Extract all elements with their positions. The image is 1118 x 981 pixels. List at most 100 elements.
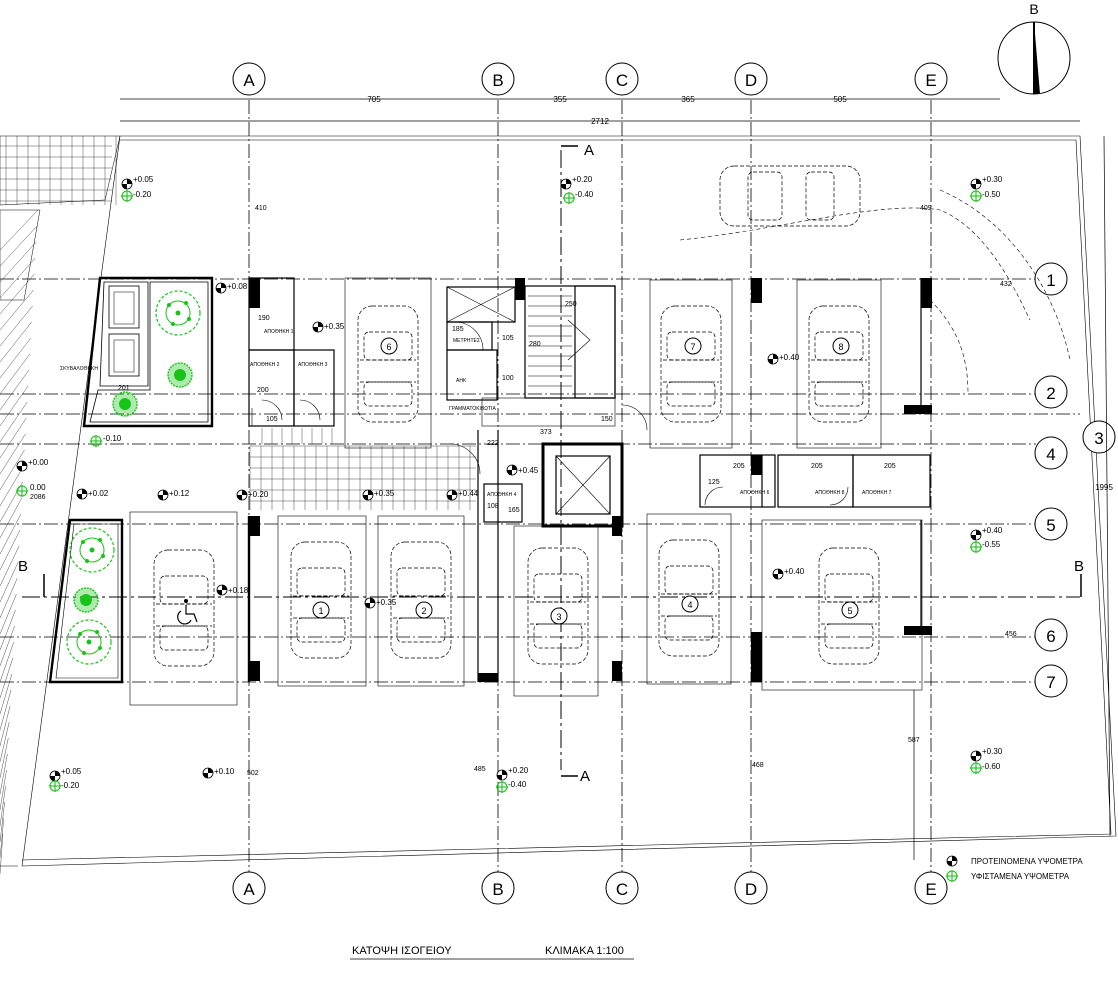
legend: ΠΡΟΤΕΙΝΟΜΕΝΑ ΥΨΟΜΕΤΡΑ ΥΦΙΣΤΑΜΕΝΑ ΥΨΟΜΕΤΡ… (945, 855, 1083, 883)
dim-100: 100 (502, 375, 514, 382)
level-p040a: +0.40 (779, 353, 800, 362)
dim-185: 185 (452, 326, 464, 333)
walls (247, 278, 922, 682)
storage-block-left: ΑΠΟΘΗΚΗ 1 ΑΠΟΘΗΚΗ 2 ΑΠΟΘΗΚΗ 3 (248, 277, 335, 427)
grid-label-3: 3 (1094, 429, 1103, 448)
parking-7: 7 (690, 342, 695, 352)
ahk-label: ΑΗΚ (456, 378, 467, 384)
level-tc-existing: -0.40 (575, 190, 594, 199)
grid-label-b-bottom: B (492, 880, 503, 899)
north-label: B (1029, 1, 1038, 17)
level-br-existing: -0.60 (982, 762, 1001, 771)
level-p002: +0.02 (88, 489, 109, 498)
level-p012: +0.12 (169, 489, 190, 498)
dim-201: 201 (118, 385, 130, 392)
parking-6: 6 (386, 342, 391, 352)
level-tc-proposed: +0.20 (572, 175, 593, 184)
grid-label-b-top: B (492, 71, 503, 90)
section-a-top: A (584, 142, 594, 159)
level-p008: +0.08 (227, 282, 248, 291)
garbage-room: ΣΚΥΒΑΛΟΘΗΚΗ (60, 276, 214, 428)
section-lines: A A B B (18, 142, 1084, 785)
level-tr-proposed: +0.30 (982, 175, 1003, 184)
site-boundary (0, 135, 1117, 867)
grid-label-c-bottom: C (616, 880, 628, 899)
dim-365: 365 (681, 95, 695, 104)
parking-5: 5 (847, 606, 852, 616)
level-tl-proposed: +0.05 (133, 175, 154, 184)
storage-2-label: ΑΠΟΘΗΚΗ 2 (250, 362, 280, 368)
dim-502: 502 (247, 770, 259, 777)
section-b-left: B (18, 558, 28, 575)
storage-8-label: ΑΠΟΘΗΚΗ 8 (815, 490, 845, 496)
garbage-room-label: ΣΚΥΒΑΛΟΘΗΚΗ (60, 366, 98, 372)
dim-total-width: 2712 (591, 117, 609, 126)
storage-4-label: ΑΠΟΘΗΚΗ 4 (487, 492, 517, 498)
dimension-lines: 705 355 365 505 2712 1995 410 409 432 45… (30, 95, 1113, 860)
storage-6-label: ΑΠΟΘΗΚΗ 6 (740, 490, 770, 496)
grid-bubbles-right: 1 2 3 4 5 6 7 (1034, 262, 1116, 698)
dim-468: 468 (752, 762, 764, 769)
parking-4: 4 (687, 600, 692, 610)
level-r5-existing: -0.55 (982, 540, 1001, 549)
grid-label-e-bottom: E (925, 880, 936, 899)
level-markers: +0.05 -0.20 +0.20 -0.40 +0.30 -0.50 +0.4… (15, 175, 1003, 794)
level-p020: +0.20 (248, 490, 269, 499)
grid-label-4: 4 (1046, 445, 1055, 464)
grid-label-1: 1 (1046, 271, 1055, 290)
dim-205c: 205 (884, 463, 896, 470)
dim-105b: 105 (502, 335, 514, 342)
mailboxes-label: ΓΡΑΜΜΑΤΟΚΙΒΩΤΙΑ (449, 406, 496, 412)
level-bl-proposed: +0.05 (61, 767, 82, 776)
level-tl-existing: -0.20 (133, 190, 152, 199)
parking-8: 8 (838, 342, 843, 352)
level-p040b: +0.40 (784, 567, 805, 576)
dim-485: 485 (474, 766, 486, 773)
entrance-paving (249, 428, 476, 510)
north-arrow: B (997, 1, 1071, 95)
grid-label-2: 2 (1046, 384, 1055, 403)
level-br-proposed: +0.30 (982, 747, 1003, 756)
level-tr-existing: -0.50 (982, 190, 1001, 199)
grid-lines (0, 100, 1080, 872)
grid-label-6: 6 (1046, 627, 1055, 646)
wheelchair-icon (177, 599, 198, 625)
level-p035b: +0.35 (374, 489, 395, 498)
drawing-title: ΚΑΤΟΨΗ ΙΣΟΓΕΙΟΥ ΚΛΙΜΑΚΑ 1:100 (350, 945, 634, 960)
level-left-existing: 0.00 (30, 483, 46, 492)
meters-label: ΜΕΤΡΗΤΕΣ (453, 338, 480, 344)
grid-label-e-top: E (925, 71, 936, 90)
dim-280: 280 (529, 341, 541, 348)
level-p018: +0.18 (228, 586, 249, 595)
dim-105a: 105 (266, 416, 278, 423)
grid-label-d-bottom: D (745, 880, 757, 899)
dim-205b: 205 (811, 463, 823, 470)
dim-373: 373 (540, 429, 552, 436)
level-r5-proposed: +0.40 (982, 526, 1003, 535)
storage-block-right: ΑΠΟΘΗΚΗ 6 ΑΠΟΘΗΚΗ 8 ΑΠΟΘΗΚΗ 7 (699, 454, 931, 508)
parking-2: 2 (421, 606, 426, 616)
storage-7-label: ΑΠΟΘΗΚΗ 7 (862, 490, 892, 496)
level-p045: +0.45 (518, 466, 539, 475)
grid-label-a-bottom: A (243, 880, 255, 899)
parking-3: 3 (556, 612, 561, 622)
grid-bubbles-top: A B C D E (232, 62, 948, 96)
dim-150: 150 (601, 416, 613, 423)
dim-165: 165 (508, 507, 520, 514)
pavement-hatch (0, 135, 121, 875)
grid-label-7: 7 (1046, 673, 1055, 692)
section-b-right: B (1074, 558, 1084, 575)
level-left-proposed: +0.00 (28, 458, 49, 467)
columns (249, 278, 932, 682)
dim-2086: 2086 (30, 494, 46, 501)
level-bc-existing: -0.40 (508, 780, 527, 789)
dim-410: 410 (255, 205, 267, 212)
grid-label-5: 5 (1046, 516, 1055, 535)
dim-190: 190 (258, 315, 270, 322)
dim-705: 705 (367, 95, 381, 104)
dim-355: 355 (553, 95, 567, 104)
dim-505: 505 (833, 95, 847, 104)
parking-1: 1 (318, 606, 323, 616)
dim-250: 250 (565, 301, 577, 308)
